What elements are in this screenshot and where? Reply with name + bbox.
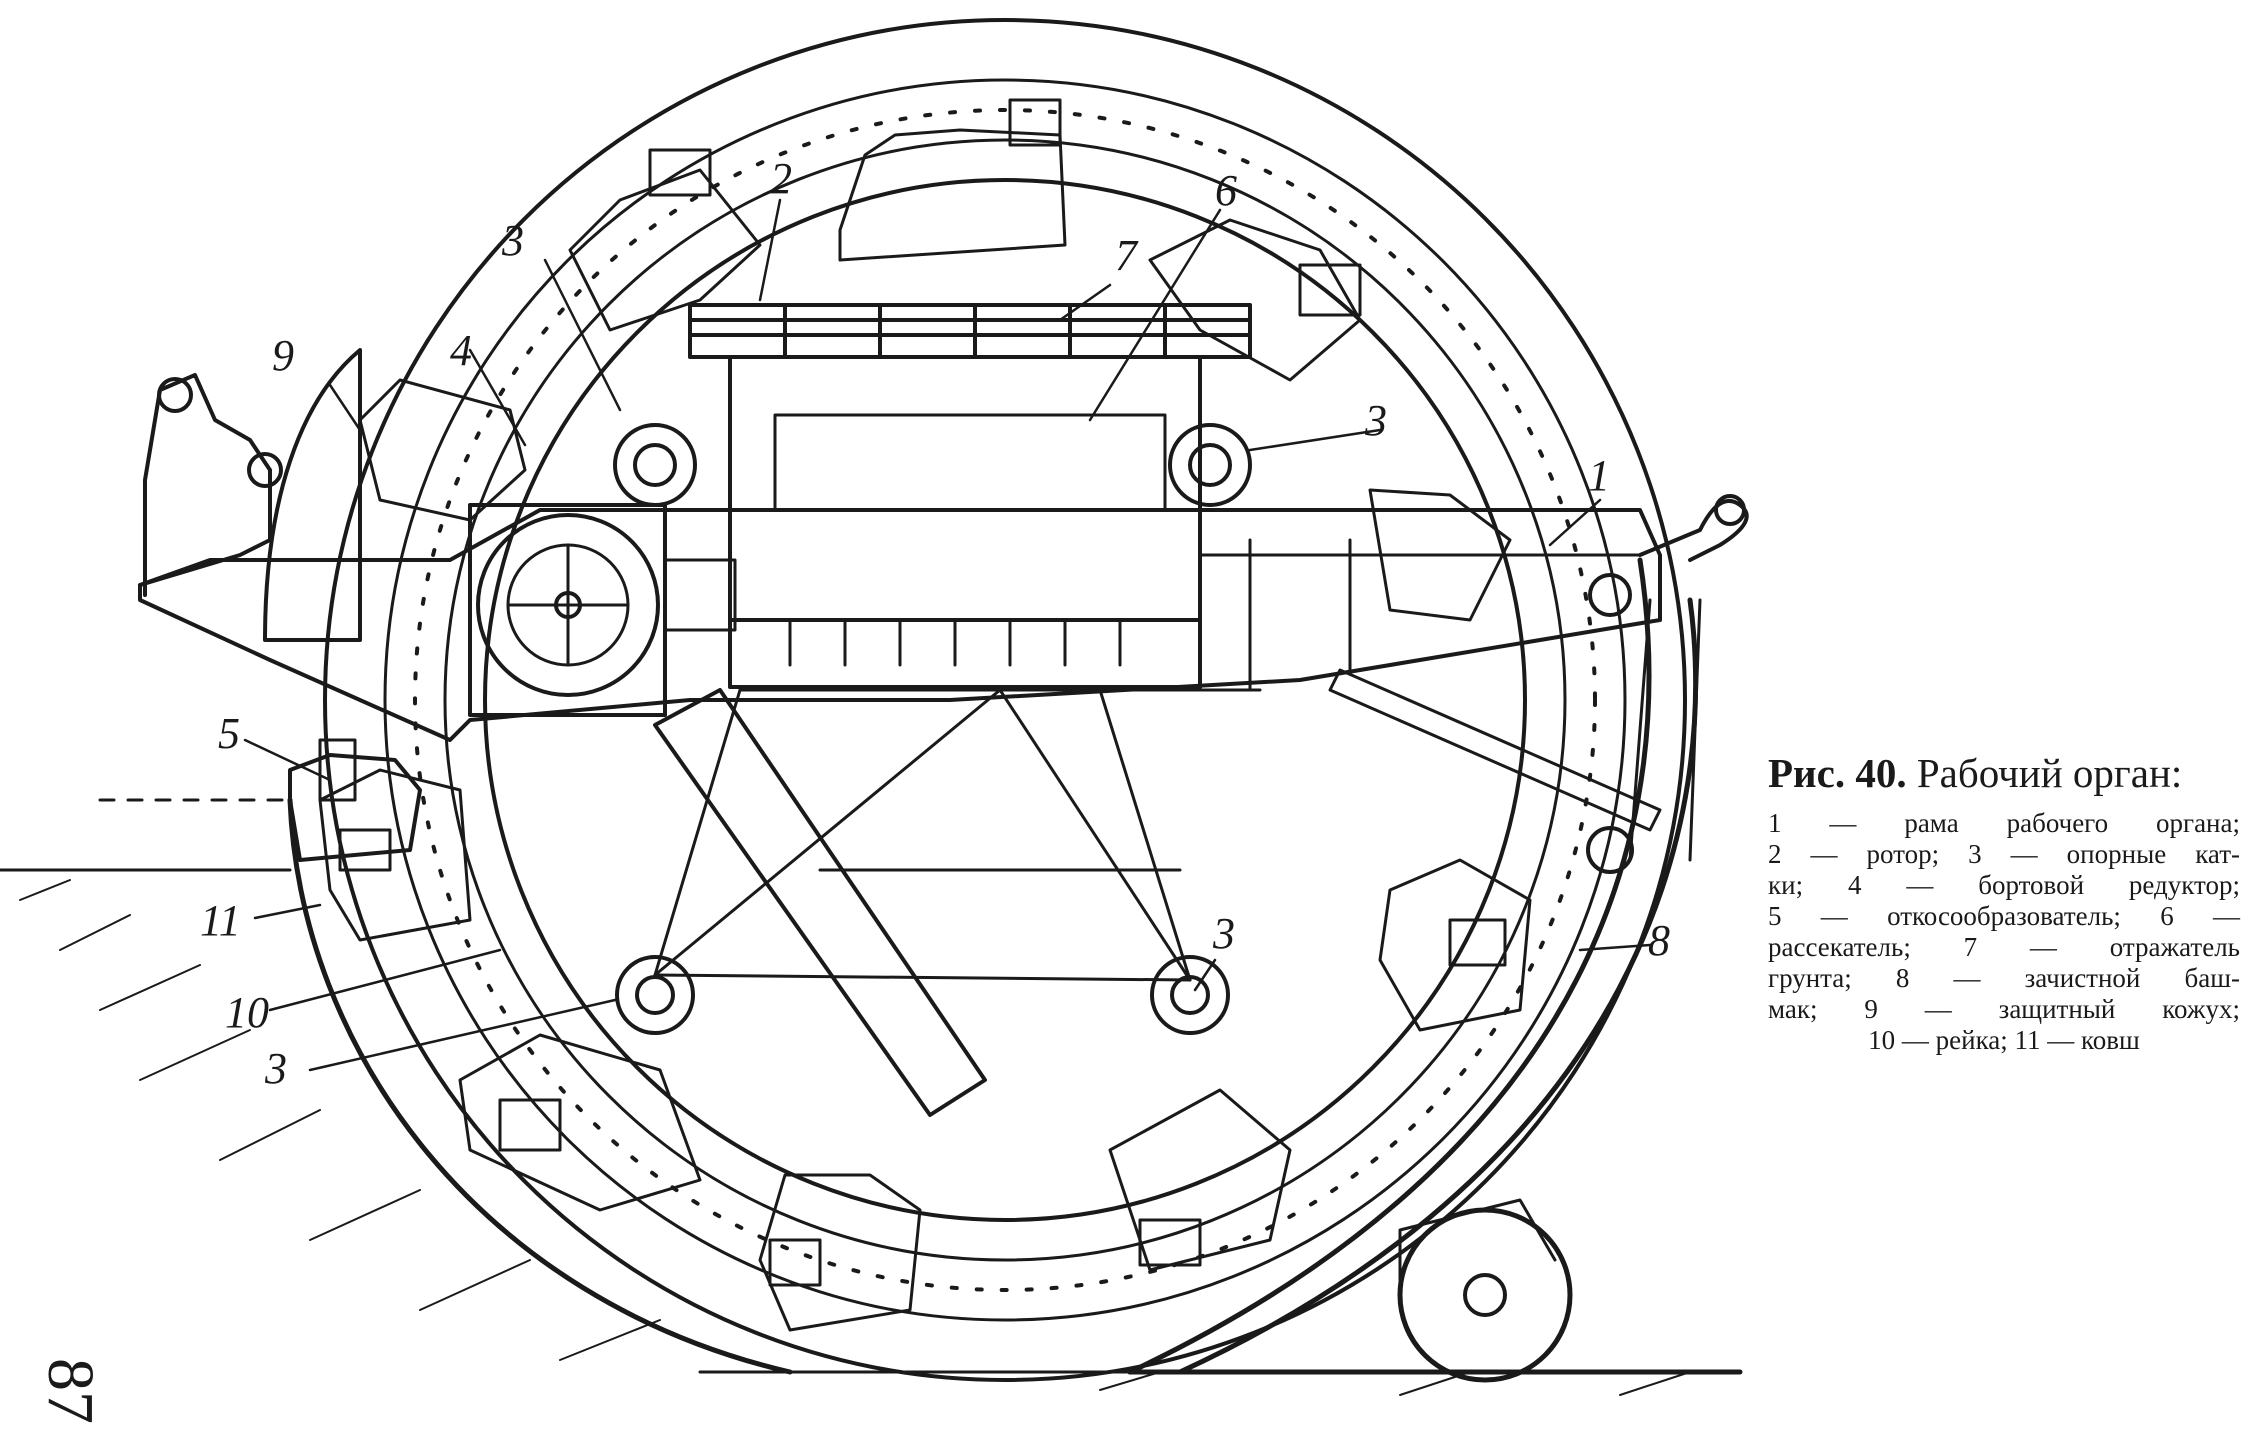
page-number: 87 xyxy=(34,1358,107,1424)
figure-legend: 1 — рама рабочего органа; 2 — ротор; 3 —… xyxy=(1768,808,2240,1056)
protective-cover xyxy=(263,348,362,642)
legend-line: ки; 4 — бортовой редуктор; xyxy=(1768,870,2240,900)
splitter-bar xyxy=(653,688,987,1117)
figure-number: Рис. 40. xyxy=(1768,750,1907,796)
rear-wheel xyxy=(1397,1198,1573,1383)
callout-11: 11 xyxy=(200,896,241,945)
callout-3-bottom-right: 3 xyxy=(1212,909,1235,958)
callout-8: 8 xyxy=(1648,916,1670,965)
ground-line xyxy=(0,798,1743,1375)
callout-3-top-left: 3 xyxy=(501,216,524,265)
main-frame xyxy=(138,373,1749,742)
rotor xyxy=(323,18,1687,1382)
figure-title: Рабочий орган: xyxy=(1916,750,2183,796)
legend-line: 5 — откосообразователь; 6 — xyxy=(1768,901,2240,931)
callout-6: 6 xyxy=(1215,166,1237,215)
callout-5: 5 xyxy=(218,709,240,758)
legend-line: 10 — рейка; 11 — ковш xyxy=(1868,1025,2140,1055)
slope-former xyxy=(288,738,422,862)
rotor-spokes xyxy=(653,688,1262,982)
callout-10: 10 xyxy=(225,988,269,1037)
figure-caption: Рис. 40. Рабочий орган: 1 — рама рабочег… xyxy=(1768,748,2240,1056)
callout-7: 7 xyxy=(1115,231,1139,280)
trench-profile xyxy=(287,797,793,1375)
leader-lines xyxy=(243,198,1652,1072)
callout-4: 4 xyxy=(450,326,472,375)
legend-line: грунта; 8 — зачистной баш- xyxy=(1768,963,2240,993)
final-drive xyxy=(468,503,737,717)
callout-3-right: 3 xyxy=(1364,396,1387,445)
scraper-shoe xyxy=(1127,557,1702,1375)
callout-3-bottom-left: 3 xyxy=(264,1044,287,1093)
legend-line: 1 — рама рабочего органа; xyxy=(1768,808,2240,838)
callout-9: 9 xyxy=(272,331,294,380)
buckets xyxy=(318,98,1532,1332)
support-rollers xyxy=(613,423,1252,1035)
callouts: 2 3 6 7 9 4 3 1 5 11 3 8 10 3 xyxy=(200,154,1670,1093)
legend-line: 2 — ротор; 3 — опорные кат- xyxy=(1768,839,2240,869)
callout-2: 2 xyxy=(770,154,792,203)
callout-1: 1 xyxy=(1588,451,1610,500)
soil-deflector xyxy=(688,303,1252,359)
legend-line: рассекатель; 7 — отражатель xyxy=(1768,932,2240,962)
central-drum xyxy=(728,355,1202,689)
legend-line: мак; 9 — защитный кожух; xyxy=(1768,994,2240,1024)
caption-title: Рис. 40. Рабочий орган: xyxy=(1768,748,2240,798)
